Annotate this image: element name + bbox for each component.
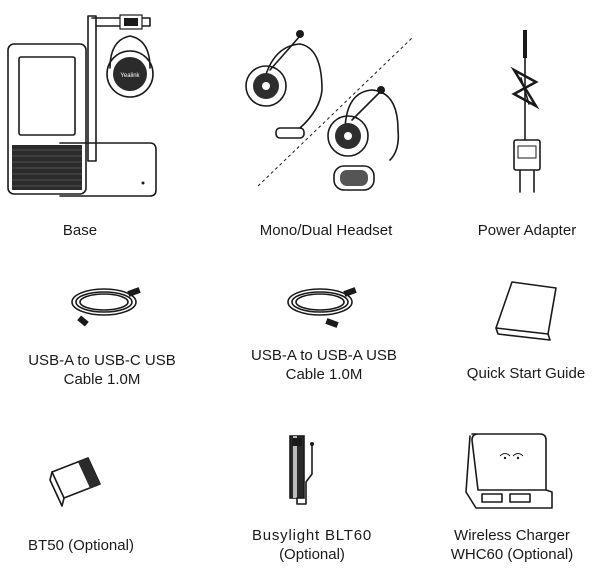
headset-label: Mono/Dual Headset [259, 222, 393, 239]
quick-start-guide-label: Quick Start Guide [466, 365, 586, 382]
base-brand-text: Yealink [35, 140, 58, 147]
busylight-label-line2: (Optional) [279, 546, 345, 563]
usb-a-cable-label: USB-A to USB-A USB Cable 1.0M [251, 346, 397, 384]
bt50-label: BT50 (Optional) [28, 537, 134, 554]
usb-c-cable-label-line1: USB-A to USB-C USB [28, 352, 176, 369]
usb-c-cable-label-line2: Cable 1.0M [63, 371, 141, 388]
usb-a-cable-label-line1: USB-A to USB-A USB [251, 347, 397, 364]
svg-text:Yealink: Yealink [120, 73, 140, 79]
wireless-charger-label: Wireless Charger WHC60 (Optional) [451, 526, 574, 564]
busylight-label: Busylight BLT60 (Optional) [252, 526, 372, 564]
power-adapter-label: Power Adapter [477, 222, 577, 239]
busylight-label-line1: Busylight BLT60 [251, 527, 373, 544]
usb-a-cable-label-line2: Cable 1.0M [285, 366, 363, 383]
base-label: Base [62, 222, 98, 239]
usb-c-cable-label: USB-A to USB-C USB Cable 1.0M [28, 351, 176, 389]
wireless-charger-label-line1: Wireless Charger [454, 527, 570, 544]
wireless-charger-label-line2: WHC60 (Optional) [450, 546, 574, 563]
